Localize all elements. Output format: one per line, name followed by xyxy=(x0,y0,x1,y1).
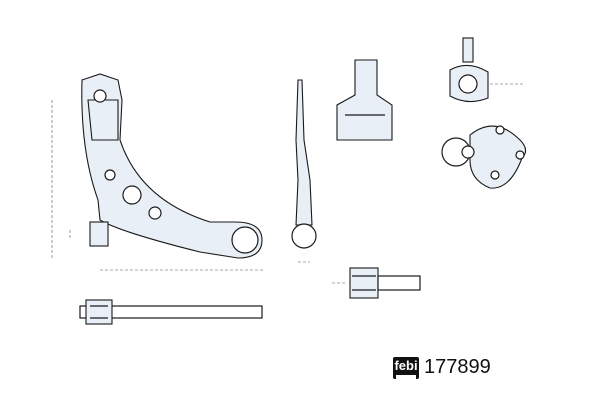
ball-joint-side-view xyxy=(449,37,525,103)
bushing-section-view xyxy=(332,267,421,299)
bushing-view xyxy=(336,59,393,141)
ball-joint-top-view xyxy=(441,125,527,189)
control-arm-front-view xyxy=(51,73,265,271)
control-arm-side-view xyxy=(291,79,317,263)
febi-logo: febi xyxy=(393,357,419,379)
logo-text: febi xyxy=(394,358,418,373)
control-arm-bottom-view xyxy=(79,299,263,325)
part-number: 177899 xyxy=(424,356,491,378)
